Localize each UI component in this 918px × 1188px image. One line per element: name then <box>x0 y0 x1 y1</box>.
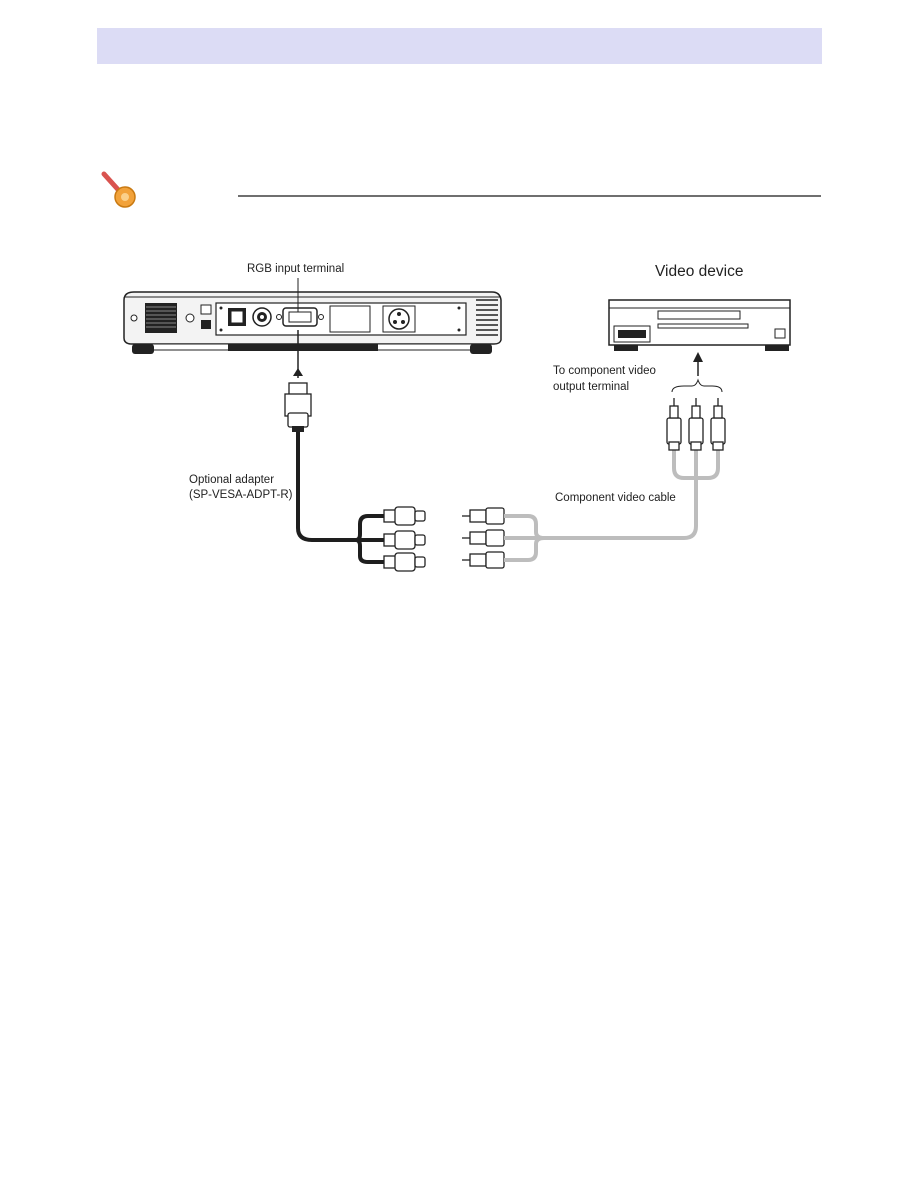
component-video-cable <box>462 352 726 569</box>
video-device-illustration <box>608 299 791 351</box>
component-video-cable-label: Component video cable <box>555 492 676 504</box>
optional-adapter-label-line1: Optional adapter <box>189 474 275 486</box>
video-device-label: Video device <box>655 263 744 280</box>
optional-adapter <box>284 330 426 572</box>
projector-rear-panel <box>123 291 502 354</box>
component-output-label-line2: output terminal <box>553 381 630 393</box>
component-output-label-line1: To component video <box>553 365 656 377</box>
section-header-band <box>97 28 822 64</box>
pushpin-icon <box>101 171 136 208</box>
rgb-input-terminal-label: RGB input terminal <box>247 263 345 275</box>
note-divider <box>238 195 821 197</box>
optional-adapter-label-line2: (SP-VESA-ADPT-R) <box>189 489 293 501</box>
